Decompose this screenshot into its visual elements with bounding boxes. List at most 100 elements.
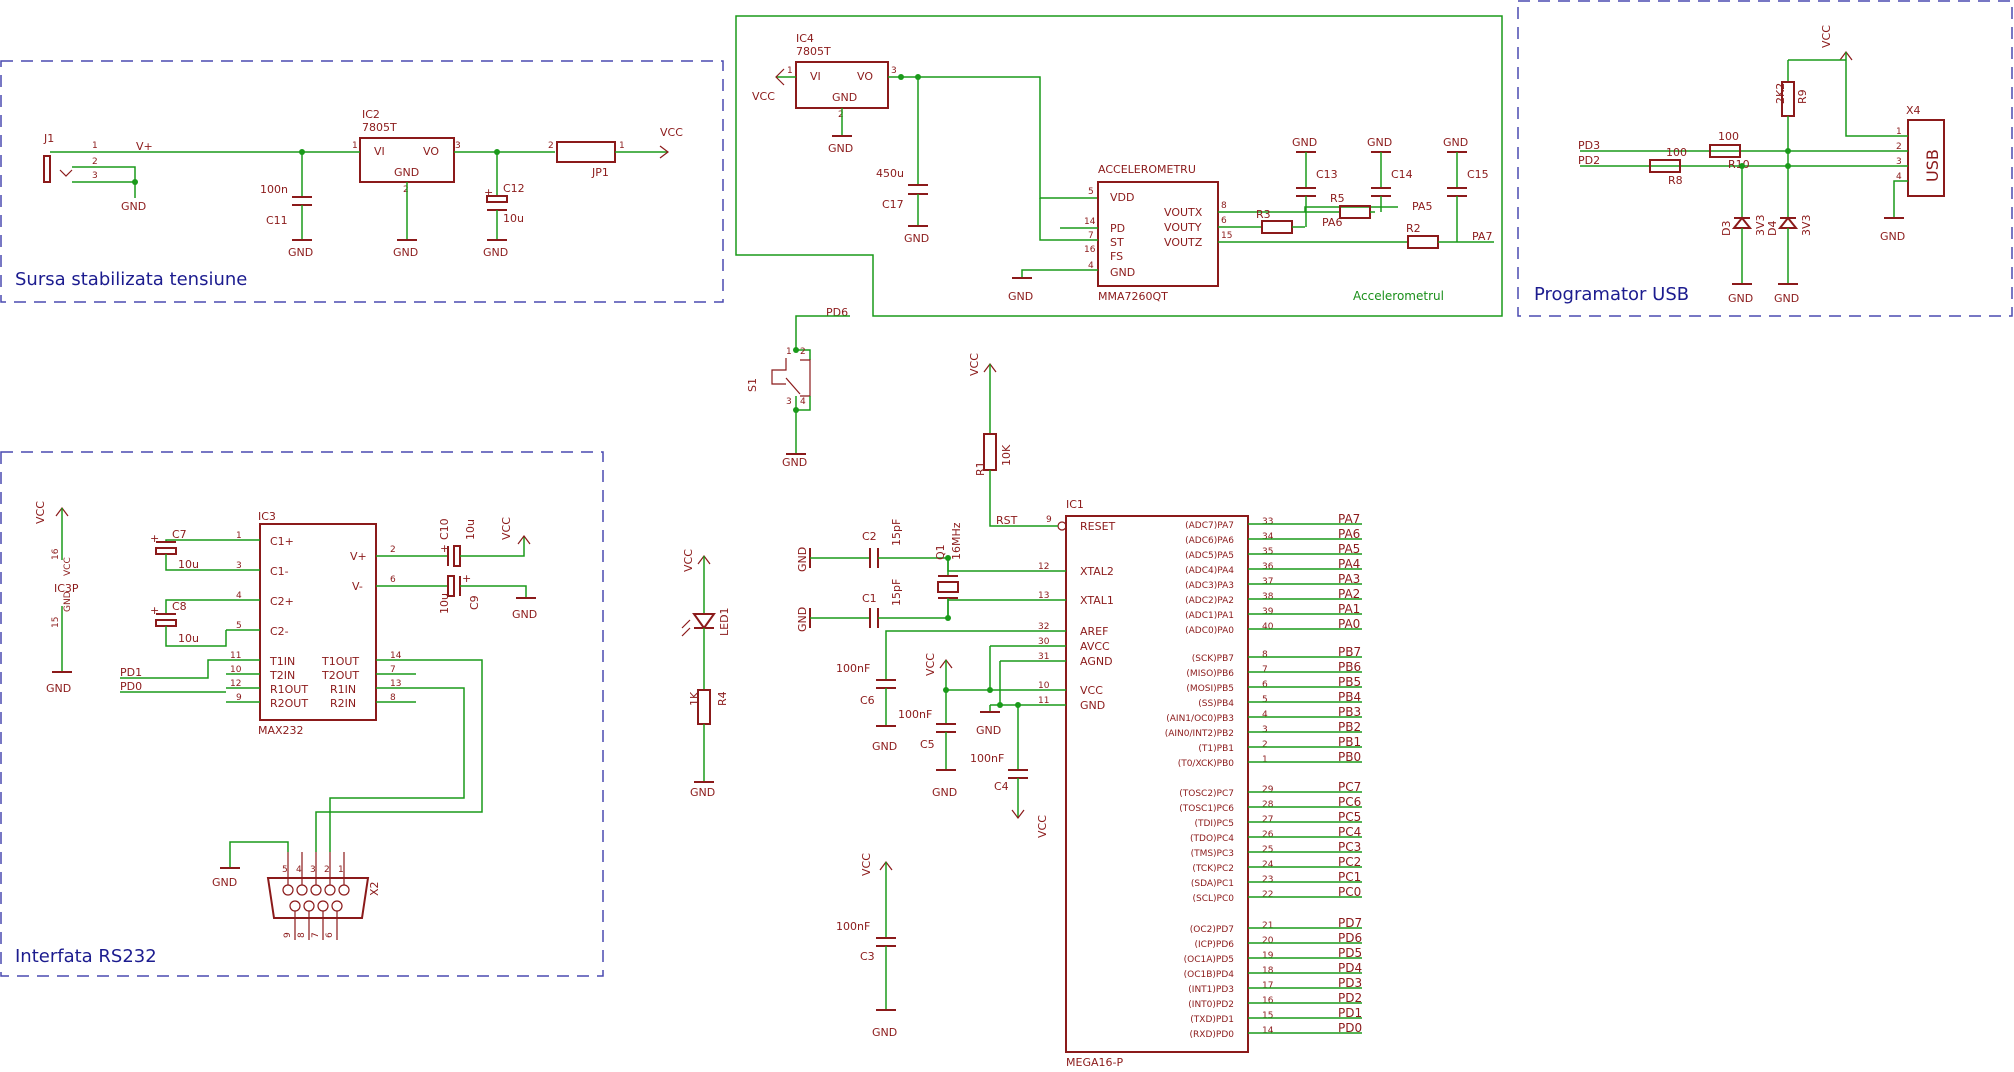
led-circuit: VCC LED1 1K R4 GND — [681, 549, 731, 799]
svg-text:+: + — [150, 532, 159, 545]
svg-text:R1OUT: R1OUT — [270, 683, 308, 696]
svg-text:5: 5 — [236, 621, 242, 631]
svg-text:4: 4 — [1896, 172, 1902, 182]
vcc-c4-label: VCC — [1036, 815, 1049, 838]
gnd-d3: GND — [1728, 292, 1753, 305]
mcu-pin-function: (TOSC2)PC7 — [1179, 789, 1234, 799]
power-supply-frame — [0, 60, 724, 303]
mcu-pin-number: 6 — [1262, 680, 1268, 690]
pd1-net: PD1 — [120, 666, 142, 679]
pd2-net: PD2 — [1578, 154, 1600, 167]
c8-label: C8 — [172, 600, 187, 613]
x2-label: X2 — [368, 881, 381, 896]
svg-text:12: 12 — [1038, 562, 1049, 572]
mcu-pin-number: 23 — [1262, 875, 1273, 885]
svg-text:VOUTZ: VOUTZ — [1164, 236, 1203, 249]
mcu-pin-number: 27 — [1262, 815, 1273, 825]
mcu-pin-number: 18 — [1262, 966, 1274, 976]
svg-text:32: 32 — [1038, 622, 1049, 632]
r8-value: 100 — [1666, 146, 1687, 159]
c1-label: C1 — [862, 592, 877, 605]
svg-text:13: 13 — [390, 679, 401, 689]
accelerometer-frame — [735, 15, 1503, 317]
crystal-circuit: GND C2 15pF GND C1 15pF Q1 16MHz — [796, 519, 1018, 632]
svg-text:4: 4 — [236, 591, 242, 601]
gnd-c11: GND — [288, 246, 313, 259]
mcu-pin-function: (SCK)PB7 — [1192, 654, 1234, 664]
mcu-pin-net: PD4 — [1338, 961, 1362, 975]
mcu-pin-net: PA0 — [1338, 617, 1360, 631]
d3-value: 3V3 — [1754, 214, 1767, 236]
svg-text:1: 1 — [352, 141, 358, 151]
vcc-c10-label: VCC — [500, 517, 513, 540]
mcu-pin-net: PA5 — [1338, 542, 1360, 556]
r2-label: R2 — [1406, 222, 1421, 235]
mcu-pin-function: (AIN0/INT2)PB2 — [1165, 729, 1234, 739]
r9-label: R9 — [1796, 89, 1809, 104]
svg-text:C2-: C2- — [270, 625, 289, 638]
svg-text:3: 3 — [786, 397, 792, 407]
gnd-c14: GND — [1367, 136, 1392, 149]
mcu-pin-function: (ICP)PD6 — [1195, 940, 1235, 950]
q1-label: Q1 — [934, 544, 947, 560]
ic3-label: IC3 — [258, 510, 276, 523]
r1-value: 10K — [1000, 444, 1013, 466]
svg-text:RESET: RESET — [1080, 520, 1116, 533]
svg-text:13: 13 — [1038, 591, 1049, 601]
rst-net: RST — [996, 514, 1018, 527]
mcu-pin-number: 37 — [1262, 577, 1273, 587]
ic2-label: IC2 — [362, 108, 380, 121]
mcu-pin-function: (AIN1/OC0)PB3 — [1166, 714, 1234, 724]
c2-label: C2 — [862, 530, 877, 543]
mcu-pin-net: PA3 — [1338, 572, 1360, 586]
c6-value: 100nF — [836, 662, 870, 675]
svg-text:3: 3 — [310, 865, 316, 875]
ic3p-label: IC3P — [54, 582, 79, 595]
mcu-pin-function: (ADC0)PA0 — [1185, 626, 1234, 636]
c1-value: 15pF — [890, 579, 903, 606]
mcu-pin-number: 26 — [1262, 830, 1274, 840]
c11-value: 100n — [260, 183, 288, 196]
svg-text:C2+: C2+ — [270, 595, 294, 608]
usb-programmer-title: Programator USB — [1534, 284, 1689, 305]
svg-text:6: 6 — [325, 932, 335, 938]
c15-label: C15 — [1467, 168, 1489, 181]
accel-value: MMA7260QT — [1098, 290, 1168, 303]
c3-value: 100nF — [836, 920, 870, 933]
mcu-pin-function: (ADC7)PA7 — [1185, 521, 1234, 531]
mcu-pin-function: (ADC1)PA1 — [1185, 611, 1234, 621]
svg-text:+: + — [462, 572, 471, 585]
gnd-c17: GND — [904, 232, 929, 245]
mcu-pin-net: PC0 — [1338, 885, 1361, 899]
ic1-value: MEGA16-P — [1066, 1056, 1123, 1069]
mcu-pin-function: (RXD)PD0 — [1190, 1030, 1235, 1040]
svg-text:ST: ST — [1110, 236, 1124, 249]
mcu-pin-function: (ADC4)PA4 — [1185, 566, 1234, 576]
mcu-pin-function: (ADC5)PA5 — [1185, 551, 1234, 561]
c7-value: 10u — [178, 558, 199, 571]
c2-value: 15pF — [890, 519, 903, 546]
mcu-pin-number: 38 — [1262, 592, 1274, 602]
svg-text:AGND: AGND — [1080, 655, 1113, 668]
mcu-pin-function: (T1)PB1 — [1198, 744, 1234, 754]
svg-text:5: 5 — [282, 865, 288, 875]
mcu-pin-number: 17 — [1262, 981, 1273, 991]
gnd-j1: GND — [121, 200, 146, 213]
c5-label: C5 — [920, 738, 935, 751]
svg-text:7: 7 — [390, 665, 396, 675]
mcu-pin-net: PC6 — [1338, 795, 1361, 809]
gnd-c9: GND — [512, 608, 537, 621]
svg-text:9: 9 — [236, 693, 242, 703]
mcu-pin-net: PB1 — [1338, 735, 1361, 749]
ic2-value: 7805T — [362, 121, 397, 134]
mcu-pin-function: (SCL)PC0 — [1193, 894, 1235, 904]
r3-label: R3 — [1256, 208, 1271, 221]
svg-text:+: + — [440, 542, 449, 555]
svg-text:VO: VO — [423, 145, 439, 158]
svg-text:FS: FS — [1110, 250, 1123, 263]
svg-text:16: 16 — [1084, 245, 1096, 255]
mcu-pin-net: PA7 — [1338, 512, 1360, 526]
mcu-pin-net: PC7 — [1338, 780, 1361, 794]
c4-value: 100nF — [970, 752, 1004, 765]
d4-label: D4 — [1766, 221, 1779, 236]
